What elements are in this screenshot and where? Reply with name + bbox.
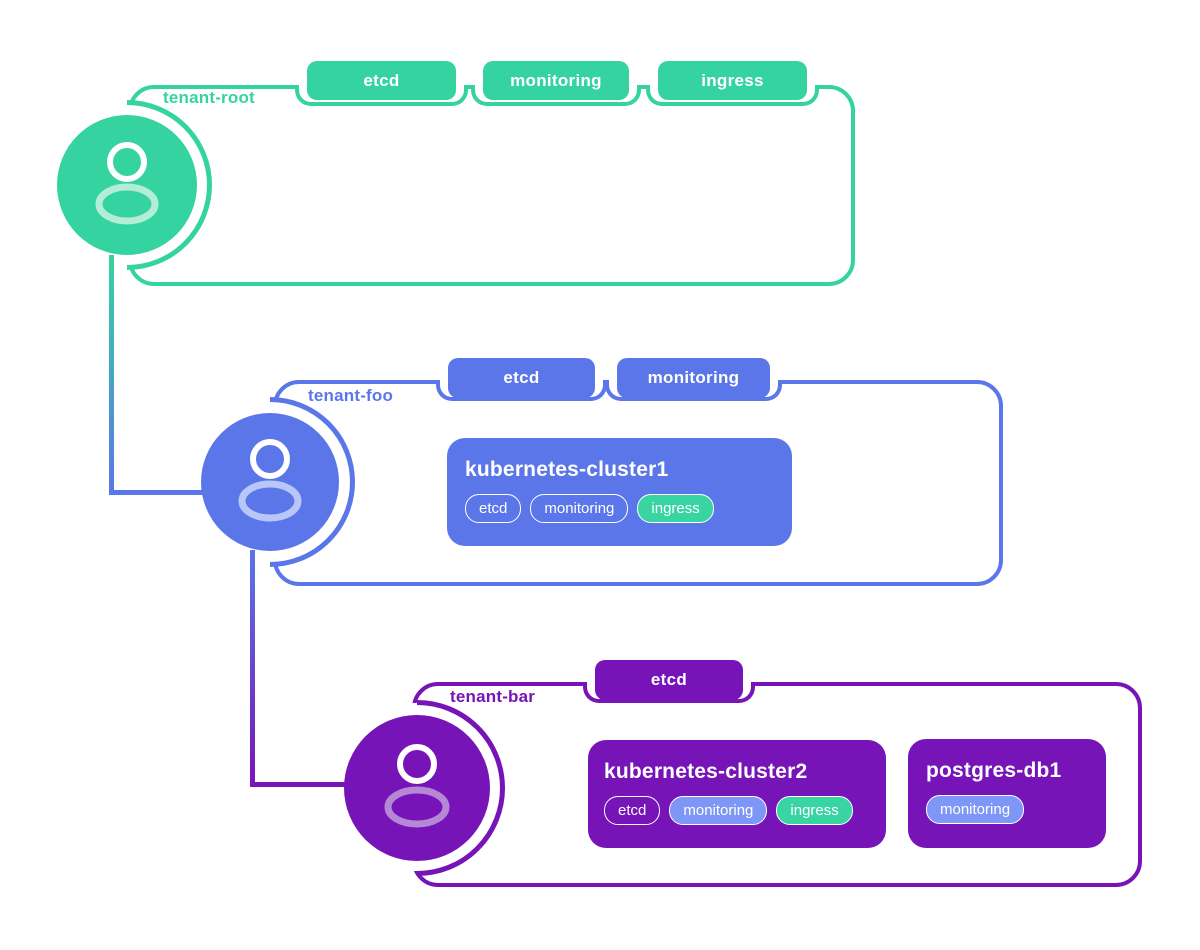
tenant-bar-label: tenant-bar [450,687,536,706]
workload-pill-row: etcd monitoring ingress [604,796,870,825]
tenant-root-label: tenant-root [163,88,255,107]
tenant-bar-user-icon [344,715,490,861]
connector-foo-to-bar-vertical [250,550,255,787]
tenant-foo-user-icon [201,413,339,551]
pill-monitoring: monitoring [926,795,1025,824]
workload-title: kubernetes-cluster1 [465,458,669,481]
pill-etcd: etcd [465,494,522,523]
connector-foo-to-bar-horizontal [250,782,349,787]
pill-ingress: ingress [776,796,853,825]
workload-kubernetes-cluster1: kubernetes-cluster1 etcd monitoring ingr… [447,438,792,546]
tenant-root-tag-monitoring: monitoring [483,61,629,100]
tenant-foo-tag-etcd: etcd [448,358,595,398]
tenant-foo-tag-monitoring: monitoring [617,358,770,398]
tenant-root-user-icon [57,115,197,255]
connector-root-to-foo-horizontal [109,490,206,495]
workload-title: kubernetes-cluster2 [604,760,808,783]
tenant-bar-tag-etcd: etcd [595,660,743,700]
pill-etcd: etcd [604,796,661,825]
workload-pill-row: etcd monitoring ingress [465,494,774,523]
tenant-root-tag-etcd: etcd [307,61,456,100]
pill-monitoring: monitoring [530,494,629,523]
workload-postgres-db1: postgres-db1 monitoring [908,739,1106,848]
tenant-foo-label: tenant-foo [308,386,394,405]
tenant-root-frame [128,85,855,286]
workload-title: postgres-db1 [926,759,1062,782]
workload-kubernetes-cluster2: kubernetes-cluster2 etcd monitoring ingr… [588,740,886,848]
pill-monitoring: monitoring [669,796,768,825]
tenant-root-tag-ingress: ingress [658,61,807,100]
workload-pill-row: monitoring [926,795,1088,824]
pill-ingress: ingress [637,494,714,523]
connector-root-to-foo-vertical [109,255,114,495]
